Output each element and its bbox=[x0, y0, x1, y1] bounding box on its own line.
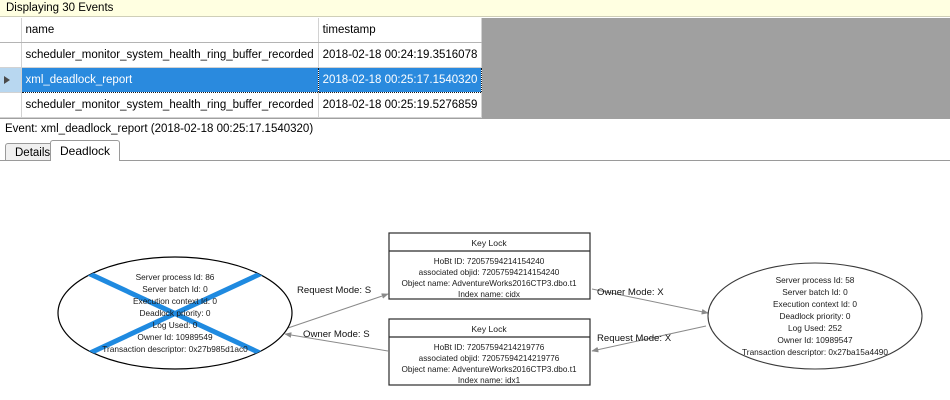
victim-line-1: Server batch Id: 0 bbox=[142, 284, 208, 294]
resource-top-line-1: associated objid: 72057594214154240 bbox=[419, 268, 560, 277]
victim-line-6: Transaction descriptor: 0x27b985d1ac0 bbox=[102, 344, 248, 354]
resource-bottom-line-0: HoBt ID: 72057594214219776 bbox=[434, 343, 545, 352]
cell-timestamp[interactable]: 2018-02-18 00:25:17.1540320 bbox=[318, 67, 483, 93]
survivor-line-5: Owner Id: 10989547 bbox=[777, 335, 853, 345]
resource-bottom-line-2: Object name: AdventureWorks2016CTP3.dbo.… bbox=[401, 365, 577, 374]
table-row[interactable]: scheduler_monitor_system_health_ring_buf… bbox=[0, 42, 483, 68]
tab-strip: Details Deadlock bbox=[0, 140, 950, 161]
victim-line-4: Log Used: 0 bbox=[153, 320, 198, 330]
column-header-timestamp[interactable]: timestamp bbox=[318, 18, 483, 43]
resource-node-top-shape[interactable] bbox=[388, 232, 591, 300]
events-grid[interactable]: name timestamp scheduler_monitor_system_… bbox=[0, 18, 483, 118]
victim-line-0: Server process Id: 86 bbox=[136, 272, 215, 282]
resource-bottom-line-3: Index name: idx1 bbox=[458, 376, 521, 385]
survivor-line-3: Deadlock priority: 0 bbox=[779, 311, 850, 321]
tab-details-label: Details bbox=[15, 146, 51, 159]
edge-label-request-mode-x: Request Mode: X bbox=[597, 333, 672, 344]
victim-line-3: Deadlock priority: 0 bbox=[139, 308, 210, 318]
resource-bottom-title: Key Lock bbox=[471, 324, 507, 334]
victim-line-5: Owner Id: 10989549 bbox=[137, 332, 213, 342]
row-selector-cell[interactable] bbox=[0, 42, 22, 68]
events-count-label: Displaying 30 Events bbox=[6, 2, 114, 14]
cell-timestamp[interactable]: 2018-02-18 00:25:19.5276859 bbox=[318, 92, 483, 118]
row-selector-header bbox=[0, 18, 22, 43]
edge-top-owner-survivor: Owner Mode: X bbox=[591, 287, 709, 315]
column-header-name[interactable]: name bbox=[21, 18, 319, 43]
row-selector-cell[interactable] bbox=[0, 67, 22, 93]
resource-node-key-lock-bottom[interactable]: Key Lock HoBt ID: 72057594214219776 asso… bbox=[388, 318, 591, 386]
tab-deadlock-label: Deadlock bbox=[60, 144, 111, 158]
cell-timestamp[interactable]: 2018-02-18 00:24:19.3516078 bbox=[318, 42, 483, 68]
edge-label-request-mode-s: Request Mode: S bbox=[297, 285, 371, 296]
tab-deadlock[interactable]: Deadlock bbox=[50, 140, 121, 161]
resource-bottom-line-1: associated objid: 72057594214219776 bbox=[419, 354, 560, 363]
survivor-line-0: Server process Id: 58 bbox=[776, 275, 855, 285]
cell-name[interactable]: scheduler_monitor_system_health_ring_buf… bbox=[21, 42, 319, 68]
resource-top-line-3: Index name: cidx bbox=[458, 290, 520, 299]
events-grid-header-row: name timestamp bbox=[0, 18, 483, 43]
edge-victim-request-top: Request Mode: S bbox=[284, 285, 389, 330]
process-node-survivor-shape[interactable] bbox=[707, 262, 923, 370]
edge-bottom-owner-victim: Owner Mode: S bbox=[284, 329, 389, 352]
deadlock-victim-cross-icon bbox=[60, 258, 290, 369]
resource-top-line-0: HoBt ID: 72057594214154240 bbox=[434, 257, 545, 266]
cell-name[interactable]: xml_deadlock_report bbox=[20, 67, 319, 93]
survivor-line-1: Server batch Id: 0 bbox=[782, 287, 848, 297]
survivor-line-2: Execution context Id: 0 bbox=[773, 299, 857, 309]
process-node-victim[interactable]: Server process Id: 86 Server batch Id: 0… bbox=[57, 256, 293, 370]
events-grid-container[interactable]: name timestamp scheduler_monitor_system_… bbox=[0, 18, 950, 119]
process-node-survivor[interactable]: Server process Id: 58 Server batch Id: 0… bbox=[707, 262, 923, 370]
event-caption: Event: xml_deadlock_report (2018-02-18 0… bbox=[0, 120, 950, 138]
table-row[interactable]: scheduler_monitor_system_health_ring_buf… bbox=[0, 92, 483, 118]
table-row[interactable]: xml_deadlock_report 2018-02-18 00:25:17.… bbox=[0, 67, 483, 93]
cell-name[interactable]: scheduler_monitor_system_health_ring_buf… bbox=[21, 92, 319, 118]
current-row-arrow-icon bbox=[4, 75, 10, 84]
row-selector-cell[interactable] bbox=[0, 92, 22, 118]
events-count-bar: Displaying 30 Events bbox=[0, 0, 950, 17]
survivor-line-4: Log Used: 252 bbox=[788, 323, 842, 333]
edge-label-owner-mode-s: Owner Mode: S bbox=[303, 329, 370, 340]
resource-top-line-2: Object name: AdventureWorks2016CTP3.dbo.… bbox=[401, 279, 577, 288]
resource-node-key-lock-top[interactable]: Key Lock HoBt ID: 72057594214154240 asso… bbox=[388, 232, 591, 300]
edge-label-owner-mode-x: Owner Mode: X bbox=[597, 287, 664, 298]
survivor-line-6: Transaction descriptor: 0x27ba15a4490 bbox=[742, 347, 888, 357]
resource-node-bottom-shape[interactable] bbox=[388, 318, 591, 386]
event-caption-label: Event: xml_deadlock_report (2018-02-18 0… bbox=[5, 123, 314, 135]
resource-top-title: Key Lock bbox=[471, 238, 507, 248]
edge-survivor-request-bottom: Request Mode: X bbox=[591, 325, 707, 353]
deadlock-graph-canvas[interactable]: Request Mode: S Owner Mode: X Owner Mode… bbox=[0, 160, 950, 400]
victim-line-2: Execution context Id: 0 bbox=[133, 296, 217, 306]
